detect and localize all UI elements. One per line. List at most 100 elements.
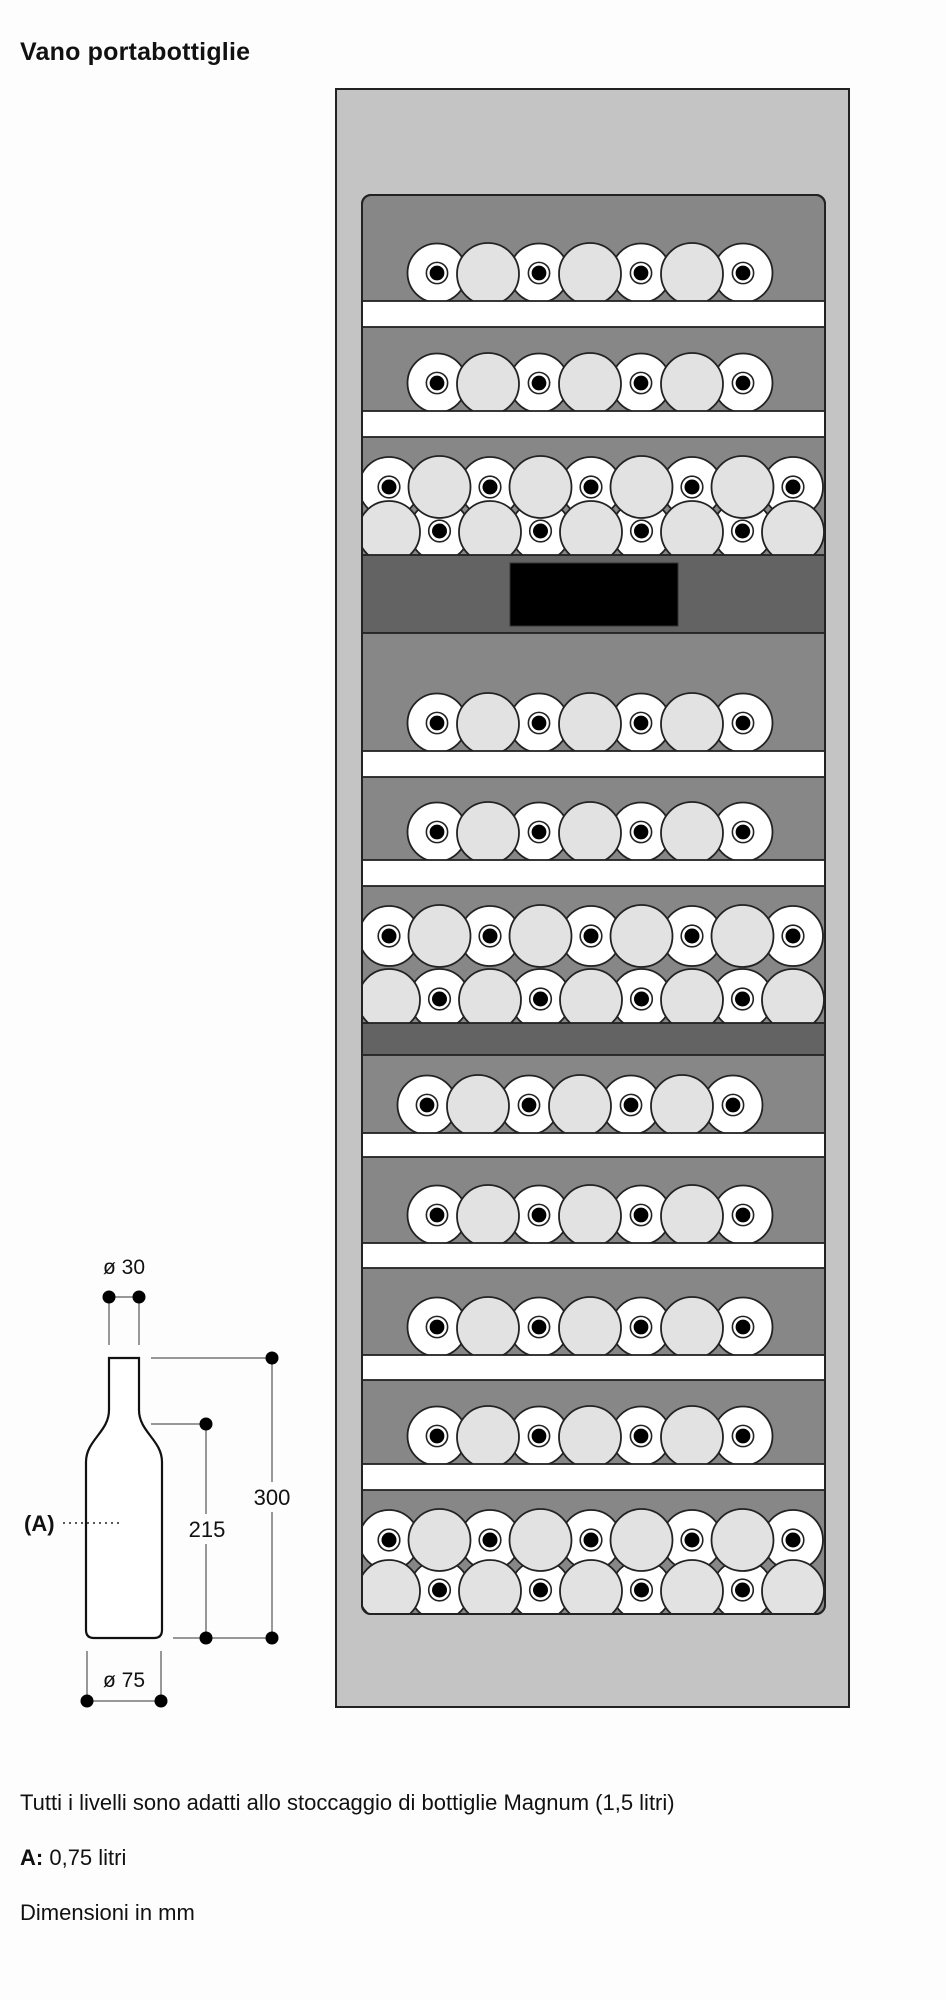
bottle-base-facing (660, 1184, 724, 1243)
bottle-neck-facing-neck (785, 1532, 801, 1548)
bottle-neck-facing-neck (531, 1319, 547, 1335)
bottle-neck-facing-neck (634, 523, 649, 539)
total-label-bg (250, 1482, 294, 1512)
bottle-base-facing (559, 500, 623, 555)
level-11 (406, 1296, 774, 1355)
bottle-base-facing (456, 692, 520, 751)
bottle-base-facing (558, 242, 622, 301)
bottle-base-facing (456, 242, 520, 301)
level-3 (362, 455, 825, 555)
bottle-base-facing (660, 500, 724, 555)
bottle-base-facing (609, 455, 674, 519)
bottle-base-facing (558, 1296, 622, 1355)
bottle-base-facing (650, 1074, 714, 1133)
shelf (361, 1242, 826, 1269)
level-7 (362, 904, 825, 1023)
bottle-neck-facing-neck (633, 715, 649, 731)
bottle-neck-facing-neck (521, 1097, 537, 1113)
bottle-neck-facing-neck (735, 715, 751, 731)
bottle-base-facing (660, 801, 724, 860)
bottle-base-facing (558, 352, 622, 411)
level-10 (406, 1184, 774, 1243)
shoulder-label-bg (188, 1514, 226, 1544)
bottle-neck-facing-neck (419, 1097, 435, 1113)
bottle-neck-facing-neck (429, 1319, 445, 1335)
bottle-base-facing (558, 801, 622, 860)
bottle-neck-facing-neck (735, 991, 750, 1007)
bottle-neck-facing-neck (381, 1532, 397, 1548)
neck-diameter-label: ø 30 (103, 1256, 145, 1279)
shoulder-height-label: 215 (189, 1517, 226, 1542)
shelf (361, 750, 826, 778)
bottle-outline (84, 1356, 164, 1640)
bottle-neck-facing-neck (583, 479, 599, 495)
bottle-base-facing (508, 1508, 573, 1572)
bottle-neck-facing-neck (432, 991, 447, 1007)
base-diameter-label: ø 75 (103, 1669, 145, 1692)
bottle-base-facing (362, 500, 421, 555)
bottle-base-facing (559, 968, 623, 1023)
bottle-base-facing (458, 500, 522, 555)
bottle-neck-facing-neck (432, 1582, 447, 1598)
interior-outline (361, 194, 826, 1615)
bottle-neck-facing-neck (684, 1532, 700, 1548)
bottle-neck-facing-neck (735, 1319, 751, 1335)
bottle-base-facing (710, 455, 775, 519)
bottle-neck-facing-neck (633, 375, 649, 391)
bottle-neck-facing-neck (381, 479, 397, 495)
bottle-base-facing (660, 968, 724, 1023)
bottle-base-facing (362, 1559, 421, 1614)
bottle-neck-facing-neck (429, 1428, 445, 1444)
bottle-base-facing (710, 1508, 775, 1572)
bottle-neck-facing-neck (429, 375, 445, 391)
units-note: Dimensioni in mm (20, 1900, 195, 1925)
bottle-base-facing (456, 1296, 520, 1355)
bottle-a-value: 0,75 litri (49, 1845, 127, 1870)
bottle-base-facing (456, 801, 520, 860)
bottle-neck-facing-neck (583, 928, 599, 944)
bottle-base-facing (558, 1405, 622, 1464)
shelf (361, 300, 826, 328)
shelf (361, 1354, 826, 1381)
level-13 (362, 1508, 825, 1614)
bottle-neck-facing-neck (531, 265, 547, 281)
wine-cabinet-diagram: ø 30 (A) 215 300 ø 75 (24, 88, 850, 1708)
bottle-base-facing (761, 500, 825, 555)
bottle-neck-facing-neck (633, 1207, 649, 1223)
bottle-base-facing (548, 1074, 612, 1133)
bottle-neck-facing-neck (785, 928, 801, 944)
bottle-base-facing (761, 968, 825, 1023)
bottle-neck-facing-neck (735, 1428, 751, 1444)
bottle-base-facing (660, 242, 724, 301)
bottle-neck-facing-neck (531, 375, 547, 391)
level-5 (406, 692, 774, 751)
bottle-neck-facing-neck (482, 1532, 498, 1548)
base-dim-dot-left (80, 1694, 94, 1708)
shoulder-dim-dot-bottom (199, 1631, 213, 1645)
bottle-neck-facing-neck (531, 1207, 547, 1223)
bottle-neck-facing-neck (429, 824, 445, 840)
bottle-base-facing (407, 1508, 472, 1572)
divider-band (361, 1022, 826, 1056)
bottle-marker-label: (A) (24, 1511, 55, 1536)
bottle-neck-facing-neck (735, 824, 751, 840)
bottle-a-note: A: 0,75 litri (20, 1845, 126, 1871)
bottle-base-facing (407, 904, 472, 968)
bottle-base-facing (362, 968, 421, 1023)
level-2 (406, 352, 774, 411)
bottle-neck-facing-neck (633, 1428, 649, 1444)
bottle-neck-facing-neck (482, 479, 498, 495)
bottle-neck-facing-neck (633, 1319, 649, 1335)
bottle-base-facing (660, 1405, 724, 1464)
bottle-neck-facing-neck (623, 1097, 639, 1113)
level-12 (406, 1405, 774, 1464)
base-dim-dot-right (154, 1694, 168, 1708)
bottle-neck-facing-neck (531, 1428, 547, 1444)
bottle-base-facing (558, 692, 622, 751)
bottle-base-facing (456, 1184, 520, 1243)
bottle-neck-facing-neck (429, 715, 445, 731)
bottle-neck-facing-neck (432, 523, 447, 539)
bottle-neck-facing-neck (633, 824, 649, 840)
cabinet (335, 88, 850, 1708)
bottle-a-key: A: (20, 1845, 44, 1870)
